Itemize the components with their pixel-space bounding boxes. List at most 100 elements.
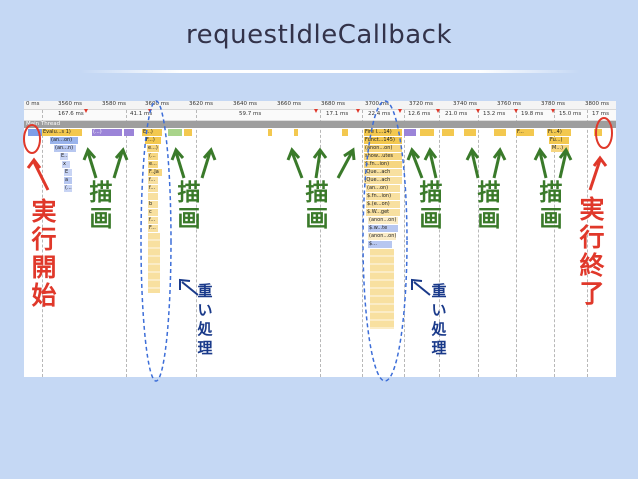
flame-block[interactable]: M...) [551,145,569,152]
devtools-timeline-screenshot: 0 ms 3560 ms 3580 ms 3600 ms 3620 ms 364… [24,101,616,377]
exec-end-label: 実行終了 [579,195,605,308]
flame-block[interactable]: (... [148,153,158,160]
heavy-processing-label: 重い処理 [197,282,213,357]
flame-block[interactable]: $.w...te [368,225,398,232]
ruler-tick: 3620 ms [189,101,213,107]
frame-marker [514,109,518,113]
ruler-tick: 3780 ms [541,101,565,107]
main-thread-bar: Main Thread [24,121,616,128]
ruler-tick: 3700 ms [365,101,389,107]
flame-block[interactable]: $... [368,241,392,248]
flame-block[interactable]: Fi...4) [547,129,571,136]
flame-block[interactable]: E [64,169,72,176]
flame-block[interactable]: F...) [145,137,161,144]
flame-block[interactable]: $.fn...ion) [364,161,402,168]
flame-block[interactable] [148,193,158,200]
draw-label: 描画 [539,180,563,232]
ruler-tick: 3680 ms [321,101,345,107]
exec-start-label: 実行開始 [31,197,57,310]
flame-block[interactable] [184,129,192,136]
flame-block[interactable]: E... [60,153,68,160]
ruler-tick: 3720 ms [409,101,433,107]
flame-block[interactable] [294,129,298,136]
flame-block[interactable]: F... [516,129,534,136]
flame-block-stack[interactable] [148,233,160,293]
frame-separator [587,110,588,377]
flame-block[interactable]: a [64,177,72,184]
frame-markers [84,109,555,113]
thread-label: Main Thread [26,121,61,127]
flame-block[interactable]: f... [148,217,158,224]
frame-duration: 12.6 ms [408,111,431,117]
flame-block-stack[interactable] [370,249,394,329]
frame-separator [516,110,517,377]
ruler-tick: 3800 ms [585,101,609,107]
frame-duration: 59.7 ms [239,111,262,117]
flame-block[interactable] [594,129,602,136]
frame-marker [398,109,402,113]
flame-block[interactable]: e... [148,161,158,168]
frame-separator [554,110,555,377]
flame-block[interactable]: (anon...on) [364,145,402,152]
flame-block[interactable]: jQue...ach [364,177,402,184]
draw-label: 描画 [477,180,501,232]
flame-block[interactable]: (anon...on) [368,233,396,240]
flame-block[interactable]: E...) [142,129,162,136]
flame-block[interactable]: show...utes [364,153,402,160]
slide-title: requestIdleCallback [185,20,453,50]
ruler-tick: 3600 ms [145,101,169,107]
draw-label: 描画 [177,180,201,232]
flame-block[interactable]: $.(e...on) [366,201,400,208]
frame-duration: 15.0 ms [559,111,582,117]
flame-block[interactable] [124,129,134,136]
flame-block[interactable] [28,129,42,136]
flame-block[interactable]: Fu...) [549,137,569,144]
frame-separator [196,110,197,377]
draw-label: 描画 [305,180,329,232]
frame-marker [84,109,88,113]
frame-marker [148,109,152,113]
flame-block[interactable]: (an...on) [50,137,78,144]
frame-separator [478,110,479,377]
flame-block[interactable]: $.fn...ion) [366,193,400,200]
frame-marker [314,109,318,113]
flame-block[interactable]: f... [148,185,158,192]
flame-block[interactable]: Funct...145) [364,137,402,144]
flame-block[interactable]: x [62,161,70,168]
frame-duration: 19.8 ms [521,111,544,117]
flame-block[interactable] [442,129,454,136]
frame-duration: 17 ms [592,111,609,117]
flame-block[interactable]: F..Ja [148,169,162,176]
ruler-tick: 3580 ms [102,101,126,107]
flame-block[interactable]: (an...n) [54,145,76,152]
flame-block[interactable] [464,129,476,136]
flame-block[interactable]: Fire I....14) [364,129,402,136]
frame-marker [551,109,555,113]
flame-block[interactable]: (... [64,185,72,192]
flame-block[interactable]: F... [148,225,158,232]
flame-block[interactable] [494,129,506,136]
flame-block[interactable]: (an...on) [366,185,400,192]
flame-block[interactable]: b [148,201,158,208]
flame-block[interactable]: (...) [92,129,122,136]
flame-block[interactable]: $.W...get [366,209,400,216]
frame-separator [42,110,43,377]
frame-marker [476,109,480,113]
flame-block[interactable]: (anon...on) [368,217,398,224]
flame-block[interactable]: Evalu...s 1) [42,129,82,136]
flame-block[interactable] [420,129,434,136]
flame-block[interactable]: jQue...ach [364,169,402,176]
ruler-tick: 3740 ms [453,101,477,107]
flame-block[interactable]: f... [148,177,158,184]
heavy-processing-label: 重い処理 [431,282,447,357]
flame-block[interactable] [268,129,272,136]
flame-block[interactable] [168,129,182,136]
frame-separator [320,110,321,377]
flame-block[interactable]: c [148,209,158,216]
flame-block[interactable]: e...) [147,145,159,152]
flame-block[interactable] [342,129,348,136]
frame-duration: 167.6 ms [58,111,84,117]
frame-duration: 21.0 ms [445,111,468,117]
flame-block[interactable] [404,129,416,136]
ruler-tick: 0 ms [26,101,40,107]
